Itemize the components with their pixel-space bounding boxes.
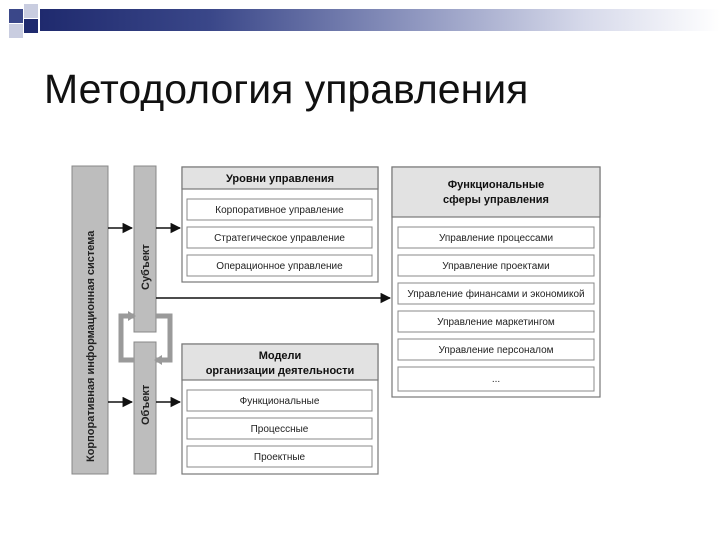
decor-square-4 (9, 24, 23, 38)
subject-column: Субъект (133, 165, 157, 333)
models-block: Модели организации деятельности Функцион… (181, 343, 379, 475)
models-header-line1: Модели (259, 350, 302, 362)
page-title: Методология управления (44, 66, 529, 112)
spheres-header-line1: Функциональные (448, 179, 545, 191)
information-system-column: Корпоративная информационная система (71, 165, 109, 475)
feedback-arrowhead-right (154, 355, 162, 365)
levels-item: Корпоративное управление (215, 205, 344, 216)
title-decoration-bar (0, 0, 720, 46)
gradient-bar (40, 9, 720, 31)
decor-square-2 (24, 4, 38, 18)
feedback-loop (118, 313, 173, 363)
models-item: Процессные (251, 424, 309, 435)
feedback-arrowhead-left (128, 311, 136, 321)
spheres-header-line2: сферы управления (443, 194, 549, 206)
levels-item: Стратегическое управление (214, 233, 345, 244)
models-item: Проектные (254, 452, 306, 463)
levels-item: Операционное управление (216, 261, 343, 272)
object-label: Объект (140, 384, 152, 425)
spheres-item: Управление персоналом (438, 345, 553, 356)
spheres-item: Управление маркетингом (437, 317, 555, 328)
subject-label: Субъект (140, 244, 152, 290)
spheres-item: Управление финансами и экономикой (407, 288, 584, 300)
levels-block: Уровни управления Корпоративное управлен… (181, 166, 379, 283)
spheres-item: ... (492, 374, 500, 385)
levels-header: Уровни управления (226, 173, 334, 185)
spheres-block: Функциональные сферы управления Управлен… (391, 166, 601, 398)
spheres-item: Управление процессами (439, 233, 553, 244)
models-item: Функциональные (240, 396, 320, 407)
decor-square-3 (24, 19, 38, 33)
object-column: Объект (133, 341, 157, 475)
models-header-line2: организации деятельности (206, 365, 355, 377)
system-label: Корпоративная информационная система (85, 230, 97, 462)
spheres-item: Управление проектами (442, 261, 549, 272)
decor-square-1 (9, 9, 23, 23)
